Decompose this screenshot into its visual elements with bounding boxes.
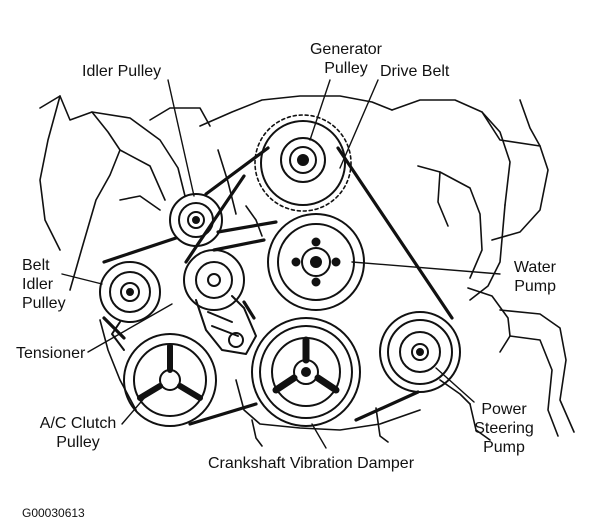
- crankshaft-damper: [251, 317, 361, 427]
- ac-clutch-pulley: [111, 321, 217, 427]
- belt-idler-pulley: [99, 261, 161, 323]
- label-drive-belt: Drive Belt: [380, 63, 450, 80]
- water-pump-pulley: [267, 213, 365, 311]
- label-power-steering-pump: Power Steering Pump: [474, 401, 534, 456]
- engine-outline: [39, 95, 575, 447]
- label-crankshaft-damper: Crankshaft Vibration Damper: [208, 455, 415, 472]
- drive-belt: [102, 146, 454, 426]
- label-water-pump: Water Pump: [513, 259, 556, 295]
- label-belt-idler-pulley: Belt Idler Pulley: [22, 257, 66, 312]
- generator-pulley: [254, 114, 352, 212]
- label-idler-pulley: Idler Pulley: [82, 63, 162, 80]
- leader-lines: [61, 79, 501, 449]
- label-tensioner: Tensioner: [16, 345, 86, 362]
- power-steering-pulley: [379, 311, 461, 393]
- figure-code: G00030613: [22, 506, 85, 520]
- label-generator-pulley: Generator Pulley: [309, 41, 383, 77]
- tensioner: [183, 249, 257, 355]
- label-ac-clutch-pulley: A/C Clutch Pulley: [39, 415, 117, 451]
